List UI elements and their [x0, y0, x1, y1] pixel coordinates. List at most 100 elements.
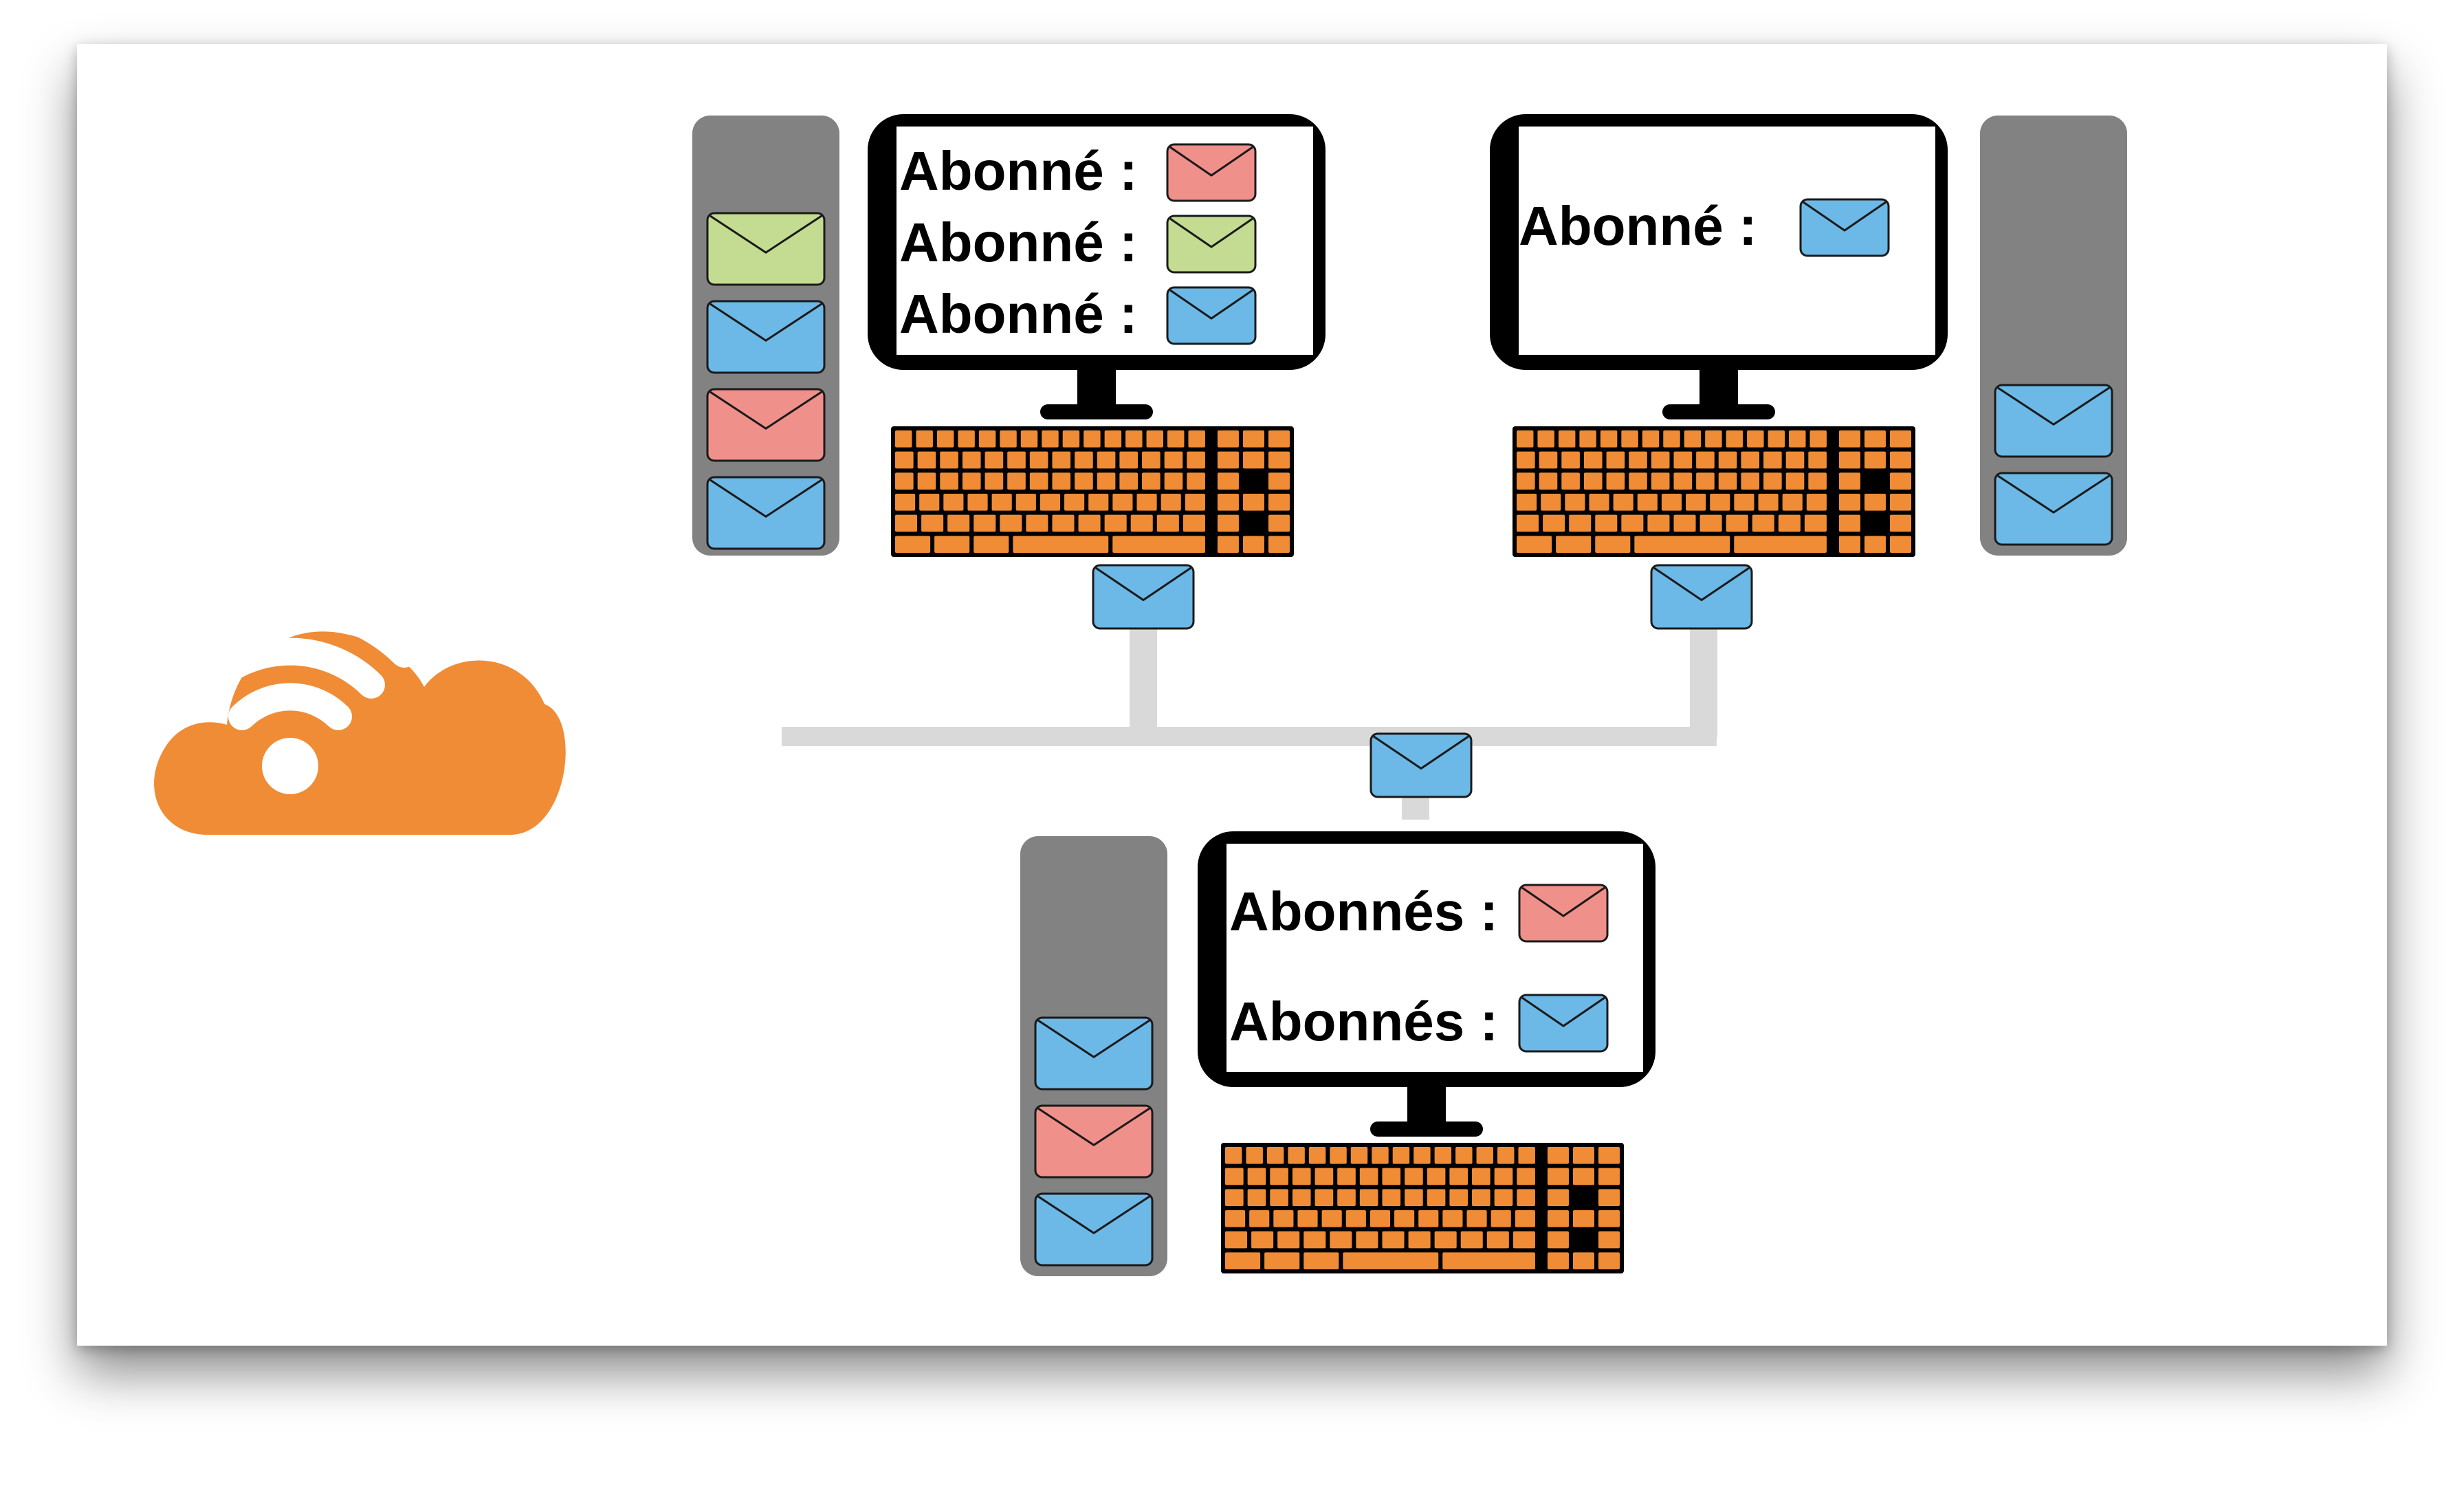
- key: [1734, 494, 1754, 511]
- key: [1000, 514, 1022, 532]
- key: [1569, 514, 1592, 532]
- key: [895, 536, 931, 553]
- numpad-key: [1838, 494, 1860, 511]
- key: [1321, 1210, 1342, 1227]
- key: [1449, 1168, 1468, 1185]
- envelope-icon: [1518, 994, 1609, 1053]
- numpad-key: [1242, 430, 1264, 448]
- key: [1556, 536, 1592, 553]
- key: [1752, 514, 1774, 532]
- key: [1304, 1231, 1326, 1249]
- numpad-key: [1268, 514, 1290, 532]
- key: [1651, 472, 1670, 490]
- numpad-key: [1268, 494, 1290, 511]
- envelope-icon: [1166, 215, 1257, 274]
- key: [1112, 494, 1133, 511]
- key: [1718, 472, 1737, 490]
- key: [1277, 1231, 1300, 1249]
- subscriber-label: Abonné :: [899, 283, 1138, 344]
- key: [1789, 430, 1806, 448]
- key: [1651, 451, 1670, 469]
- key: [1700, 514, 1722, 532]
- key: [1029, 451, 1048, 469]
- key: [1763, 472, 1782, 490]
- key: [1517, 1189, 1535, 1206]
- key: [1710, 494, 1730, 511]
- wifi-arc-small: [228, 683, 352, 730]
- key: [1007, 472, 1026, 490]
- envelope-body: [1799, 198, 1890, 257]
- key: [962, 472, 981, 490]
- key: [1434, 1147, 1452, 1164]
- key: [1517, 451, 1535, 469]
- key: [1414, 1147, 1431, 1164]
- envelope-body: [1034, 1016, 1154, 1091]
- key: [1142, 472, 1160, 490]
- key: [1512, 1231, 1535, 1249]
- numpad-key: [1889, 536, 1911, 553]
- key: [1225, 1189, 1244, 1206]
- cloud-wifi-icon: [154, 593, 566, 835]
- key: [1314, 1168, 1334, 1185]
- numpad-key: [1547, 1147, 1569, 1164]
- computer-bottom: Abonnés :Abonnés :: [1020, 732, 1656, 1276]
- key: [991, 494, 1012, 511]
- envelope-body: [1518, 884, 1609, 943]
- key: [1356, 1231, 1378, 1249]
- key: [917, 472, 936, 490]
- key: [1810, 430, 1827, 448]
- envelope-body: [1994, 472, 2113, 546]
- numpad-key: [1864, 451, 1886, 469]
- message-envelope-icon: [1370, 732, 1473, 798]
- key: [1517, 494, 1537, 511]
- envelope-body: [1518, 994, 1609, 1053]
- key: [1434, 1231, 1457, 1249]
- network-bus: [782, 727, 1717, 746]
- envelope-body: [1034, 1192, 1154, 1267]
- key: [917, 451, 936, 469]
- envelope-flap: [1037, 1195, 1150, 1234]
- network-lines: [782, 627, 1717, 820]
- key: [1494, 1168, 1513, 1185]
- numpad-key: [1598, 1189, 1620, 1206]
- key: [1517, 536, 1552, 553]
- key: [1084, 430, 1101, 448]
- monitor-neck: [1700, 367, 1738, 410]
- key: [1394, 1210, 1415, 1227]
- keyboard-icon: [1512, 426, 1915, 557]
- key: [1583, 451, 1603, 469]
- key: [1160, 494, 1181, 511]
- key: [1405, 1189, 1423, 1206]
- numpad-key: [1268, 451, 1290, 469]
- key: [1026, 514, 1048, 532]
- wifi-arc-large: [162, 593, 418, 668]
- key: [967, 494, 988, 511]
- key: [1537, 430, 1554, 448]
- key: [1517, 430, 1534, 448]
- tower-icon: [692, 116, 839, 556]
- key: [1225, 1252, 1261, 1269]
- key: [1747, 430, 1764, 448]
- envelope-body: [706, 476, 826, 550]
- numpad-key: [1217, 430, 1239, 448]
- envelope-flap: [1997, 474, 2110, 514]
- key: [1541, 494, 1561, 511]
- subscriber-label: Abonné :: [899, 212, 1138, 273]
- key: [1642, 430, 1660, 448]
- numpad-key: [1889, 430, 1911, 448]
- key: [1052, 451, 1071, 469]
- key: [1621, 514, 1644, 532]
- key: [1517, 1168, 1535, 1185]
- envelope-body: [1166, 143, 1257, 202]
- envelope-icon: [1994, 472, 2113, 546]
- key: [1579, 430, 1596, 448]
- computer-top-right: Abonné :: [1490, 114, 2127, 630]
- key: [1185, 494, 1205, 511]
- key: [1427, 1189, 1446, 1206]
- numpad-key: [1242, 451, 1264, 469]
- network-diagram: Abonné :Abonné :Abonné :Abonné :Abonnés …: [154, 114, 2127, 1276]
- envelope-body: [706, 212, 826, 286]
- key: [1613, 494, 1634, 511]
- key: [1097, 451, 1116, 469]
- space-key: [1112, 536, 1205, 553]
